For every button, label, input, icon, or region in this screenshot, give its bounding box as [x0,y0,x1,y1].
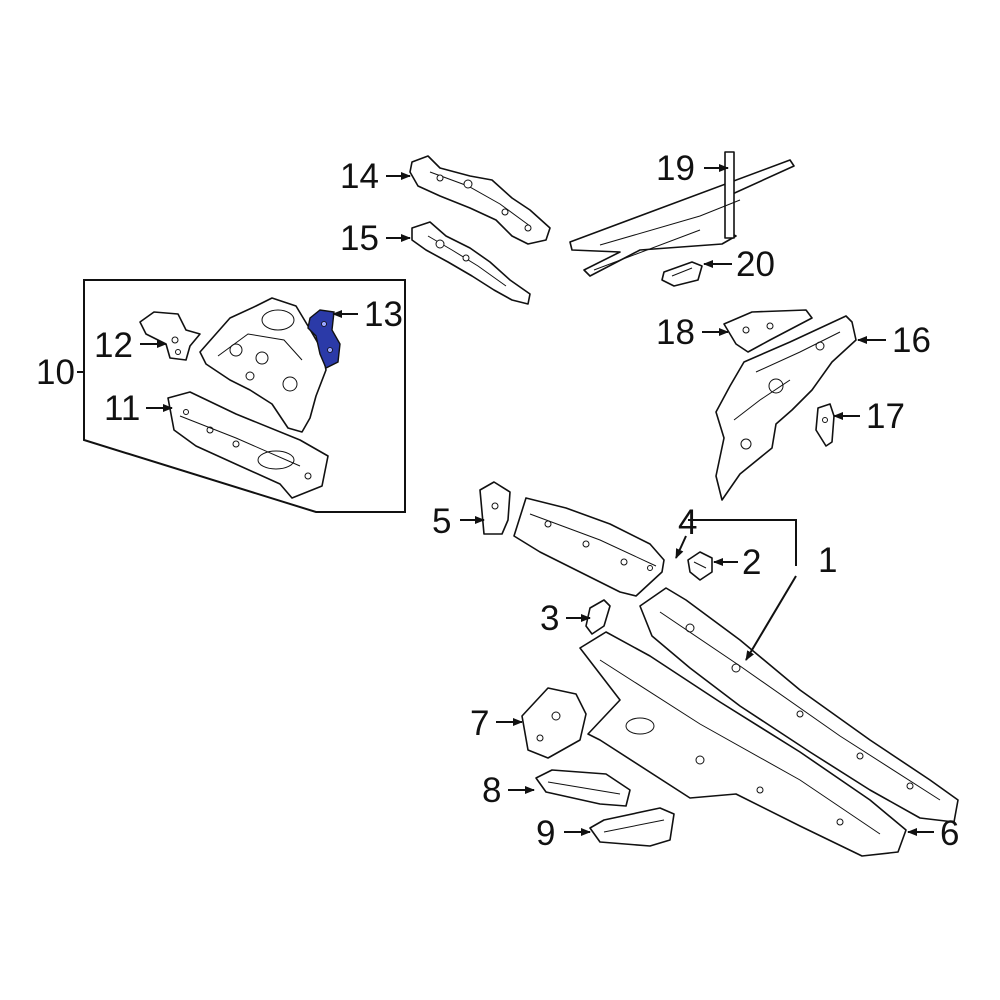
part-8[interactable] [535,769,631,807]
callout-16: 16 [892,321,931,360]
part-4[interactable] [513,497,665,597]
callout-7: 7 [470,704,489,743]
callout-6: 6 [940,814,959,853]
callout-15: 15 [340,219,379,258]
part-15[interactable] [411,221,531,305]
part-1[interactable] [639,587,959,823]
callout-3: 3 [540,599,559,638]
callout-19: 19 [656,149,695,188]
part-18[interactable] [723,309,813,353]
part-12[interactable] [139,311,201,361]
callout-20: 20 [736,245,775,284]
callout-18: 18 [656,313,695,352]
part-2[interactable] [687,551,713,581]
callout-5: 5 [432,502,451,541]
part-11[interactable] [167,391,329,499]
callout-labels: 1 2 3 4 5 6 7 8 9 10 11 12 13 14 15 16 1… [36,149,959,853]
part-3[interactable] [585,599,611,635]
part-9[interactable] [589,807,675,847]
callout-2: 2 [742,543,761,582]
part-16[interactable] [715,315,857,501]
part-19[interactable] [569,151,795,277]
leader-lines [140,164,934,836]
callout-13: 13 [364,295,403,334]
callout-17: 17 [866,397,905,436]
callout-4: 4 [678,503,697,542]
callout-10: 10 [36,353,75,392]
part-6[interactable] [579,631,907,857]
part-13-highlighted[interactable] [307,309,341,369]
part-20[interactable] [661,261,703,287]
group-box-10 [83,279,406,513]
callout-14: 14 [340,157,379,196]
callout-8: 8 [482,771,501,810]
callout-9: 9 [536,814,555,853]
callout-12: 12 [94,326,133,365]
callout-1: 1 [818,541,837,580]
part-5[interactable] [479,481,511,535]
part-10-shock-tower[interactable] [199,297,327,433]
part-14[interactable] [409,155,551,245]
part-17[interactable] [815,403,835,447]
part-7[interactable] [521,687,587,759]
callout-11: 11 [104,389,140,428]
